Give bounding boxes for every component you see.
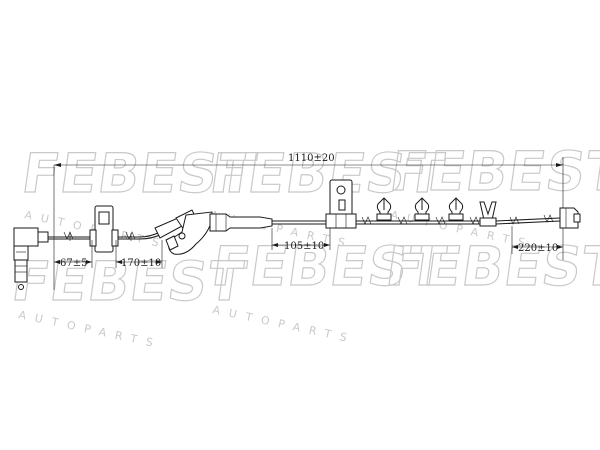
push-clip-3	[448, 197, 464, 221]
sensor-head	[13, 227, 49, 290]
sub-dimensions: 67±5 170±10 105±10 220±10	[54, 226, 563, 269]
middle-segment-label: 105±10	[284, 241, 324, 252]
mounting-grommet	[325, 179, 357, 229]
cable-sleeve	[209, 213, 273, 232]
watermark-brand-5: FEBEST	[382, 235, 600, 298]
watermark-brand-3: FEBEST	[386, 140, 600, 203]
bracket-clip	[154, 209, 213, 255]
watermark-brand-2: FEBEST	[206, 142, 448, 205]
grommet-bracket	[89, 205, 119, 253]
cable-markers	[63, 214, 554, 241]
push-clip-2	[414, 197, 430, 221]
overall-dimension: 1110±20	[53, 153, 564, 290]
open-clip	[479, 201, 497, 227]
total-length-label: 1110±20	[288, 153, 335, 164]
first-segment-label: 170±10	[121, 258, 161, 269]
arrow-right	[556, 163, 563, 167]
arrow-left	[54, 163, 61, 167]
right-end-label: 220±10	[518, 243, 558, 254]
left-end-label: 67±5	[60, 258, 87, 269]
watermark-brand-1: FEBEST	[18, 142, 260, 205]
watermark-brand-6: FEBEST	[8, 250, 250, 313]
connector	[559, 207, 581, 229]
push-clip-1	[376, 197, 392, 221]
watermark-sub-6: AUTOPARTS	[17, 308, 162, 351]
